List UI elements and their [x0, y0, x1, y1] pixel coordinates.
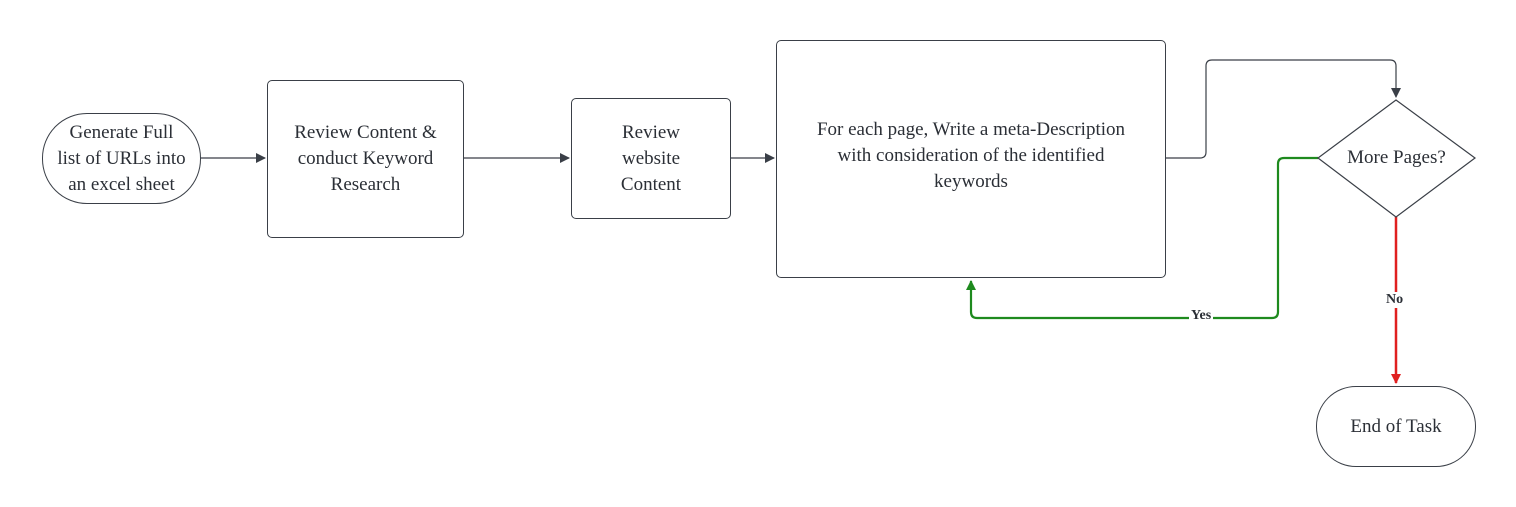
no-label: No	[1384, 292, 1406, 308]
start-node-label: Generate Full list of URLs into an excel…	[57, 121, 186, 195]
review-keyword-node-label: Review Content & conduct Keyword Researc…	[294, 122, 437, 195]
write-meta-node[interactable]: For each page, Write a meta-Description …	[776, 40, 1166, 278]
end-node-label: End of Task	[1350, 415, 1442, 437]
decision-diamond[interactable]	[1316, 99, 1477, 218]
start-node[interactable]: Generate Full list of URLs into an excel…	[42, 113, 201, 204]
edge-decision-yes	[966, 156, 1318, 320]
decision-label: More Pages?	[1347, 147, 1446, 168]
edge-meta-to-decision	[1166, 59, 1401, 159]
review-keyword-node[interactable]: Review Content & conduct Keyword Researc…	[267, 80, 464, 238]
write-meta-node-label: For each page, Write a meta-Description …	[816, 119, 1126, 192]
review-website-node-label: Review website Content	[620, 121, 682, 195]
review-website-node[interactable]: Review website Content	[571, 98, 731, 219]
end-node[interactable]: End of Task	[1316, 386, 1476, 467]
yes-label: Yes	[1189, 308, 1214, 324]
